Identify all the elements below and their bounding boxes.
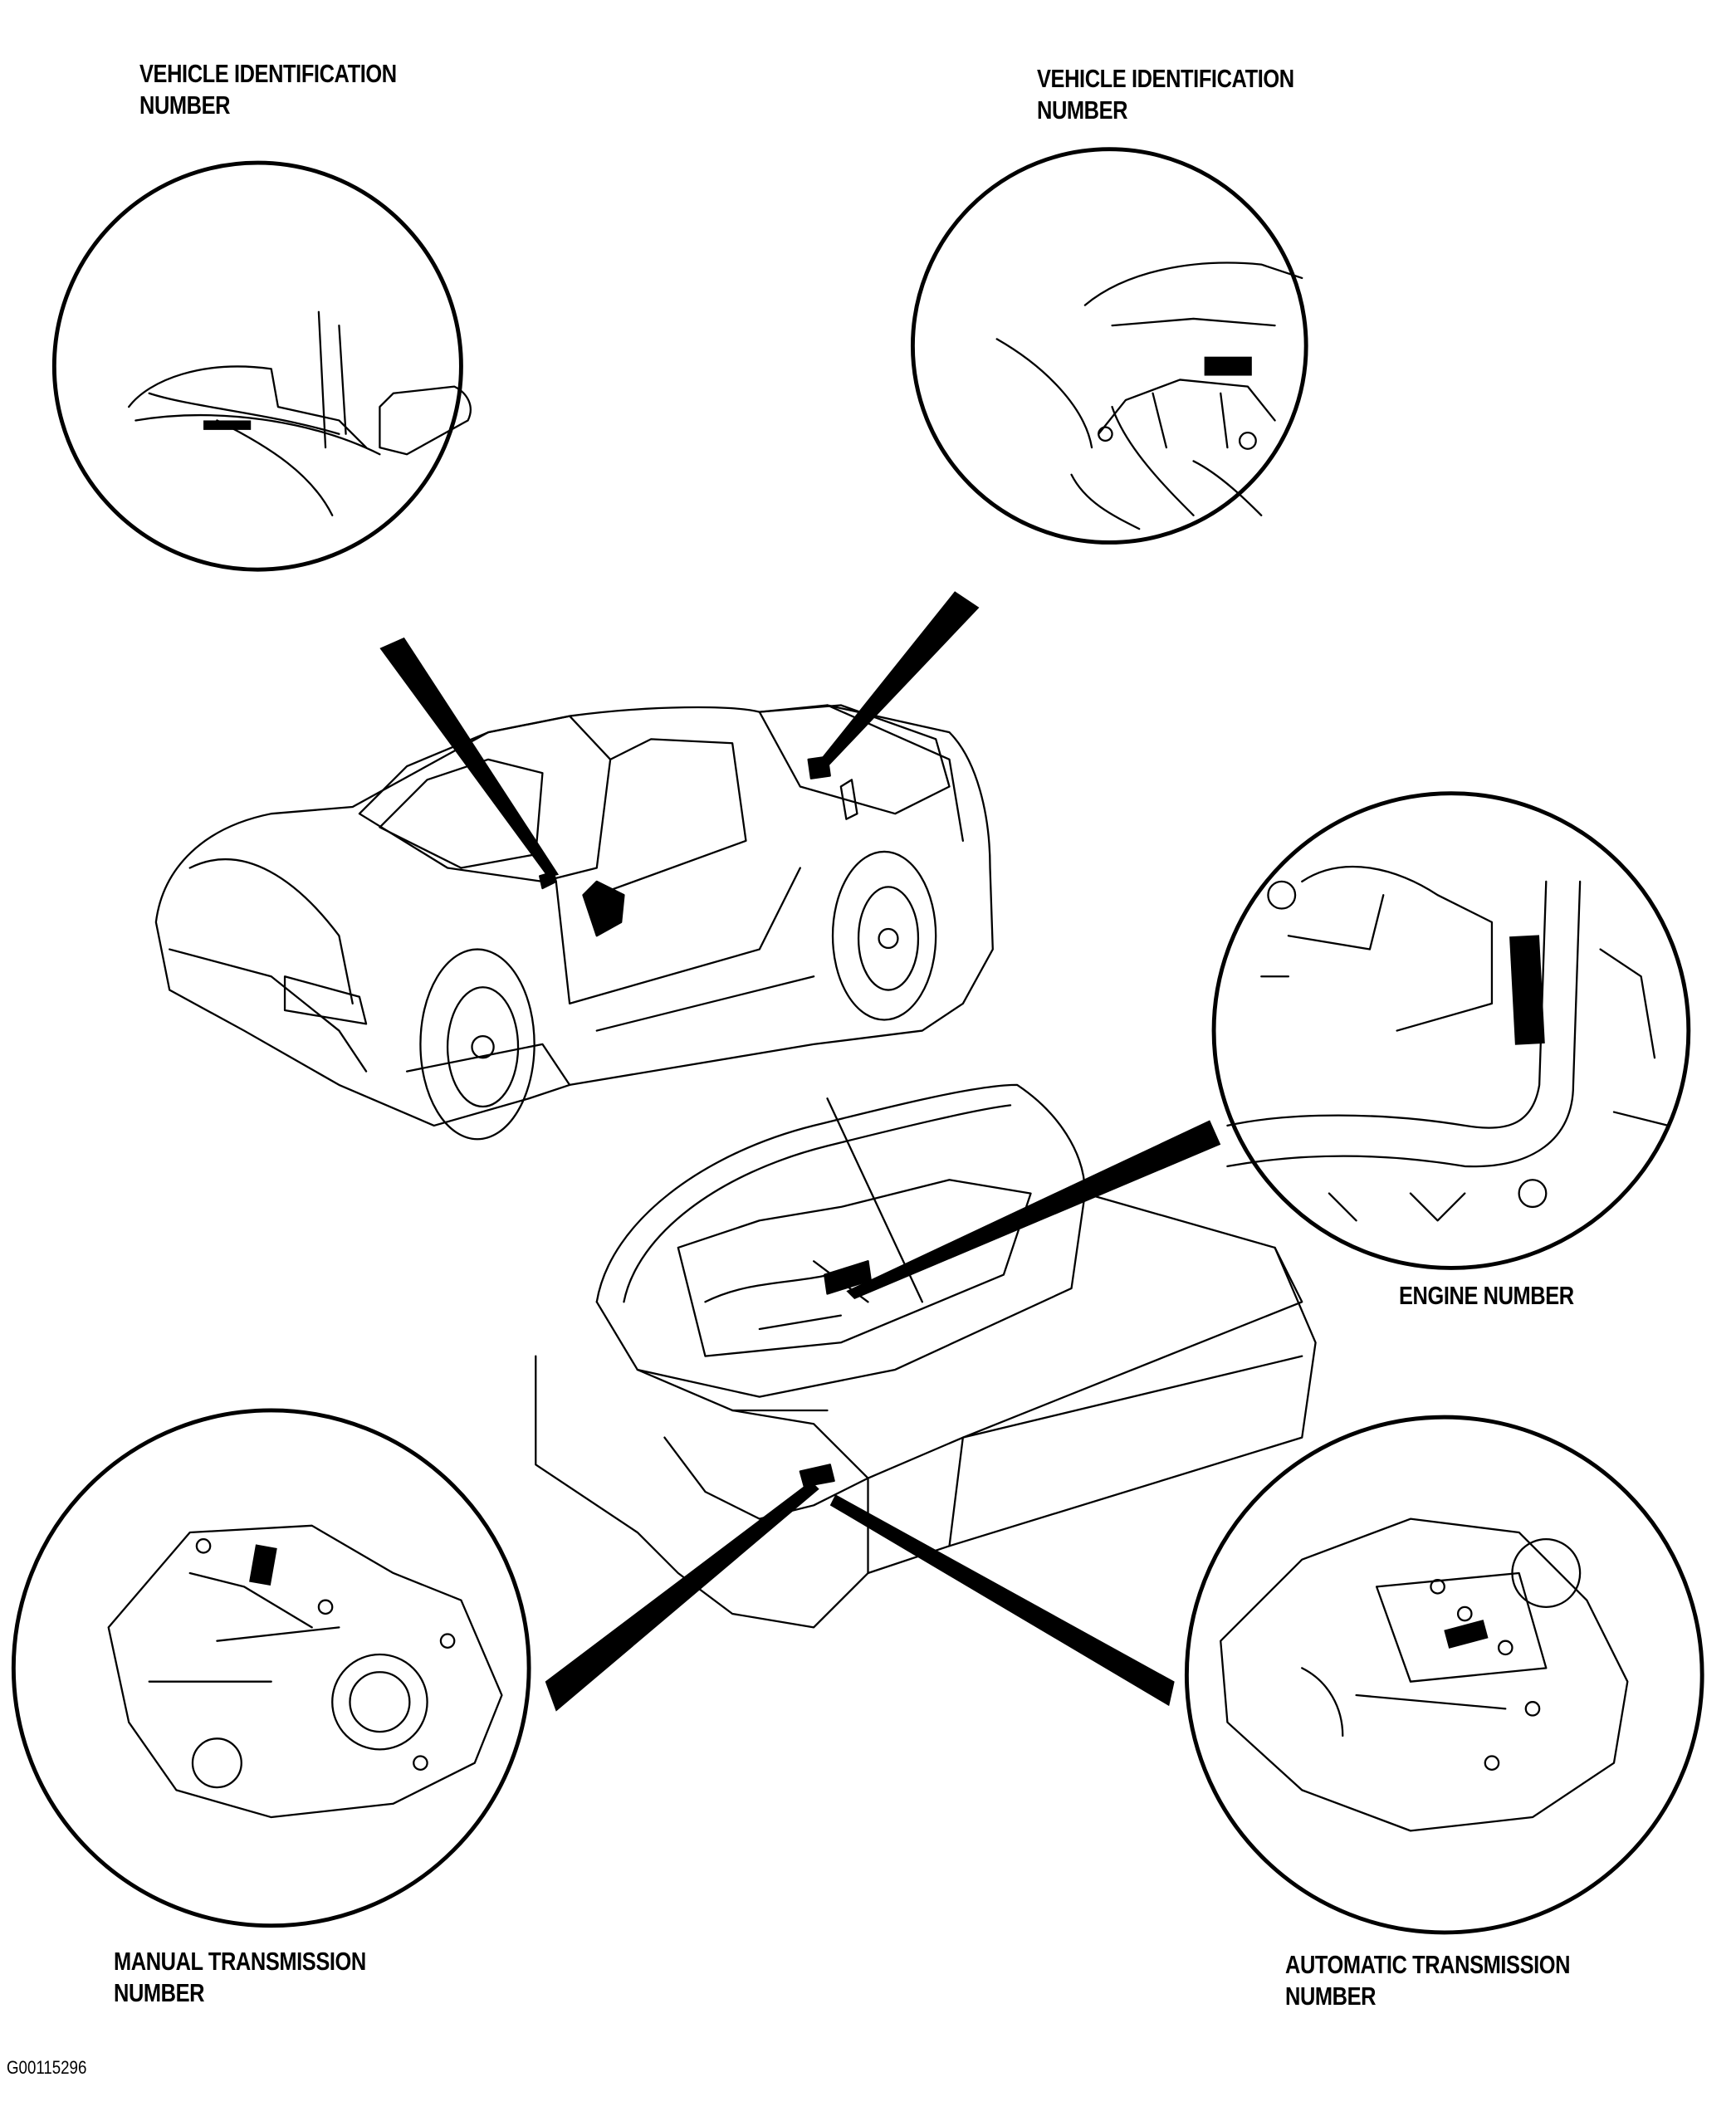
detail-circle-vin-rear [910, 147, 1308, 545]
leader-lines [379, 591, 1221, 1712]
car-illustration [154, 704, 994, 1141]
label-manual-transmission: MANUAL TRANSMISSION NUMBER [114, 1946, 366, 2009]
detail-circle-manual-transmission [11, 1408, 531, 1928]
label-line: NUMBER [1037, 95, 1128, 125]
label-line: ENGINE NUMBER [1399, 1281, 1574, 1310]
leader-manual-trans [545, 1480, 819, 1712]
label-line: NUMBER [114, 1978, 205, 2007]
label-line: VEHICLE IDENTIFICATION [139, 59, 397, 88]
label-line: NUMBER [1285, 1982, 1377, 2011]
detail-circle-vin-windshield [51, 160, 472, 572]
label-line: AUTOMATIC TRANSMISSION [1285, 1950, 1571, 1979]
leader-vin-windshield [379, 637, 560, 877]
detail-circle-automatic-transmission [1184, 1415, 1704, 1935]
label-line: NUMBER [139, 90, 231, 120]
engine-bay-illustration [535, 1083, 1317, 1629]
leader-engine [846, 1120, 1221, 1300]
label-automatic-transmission: AUTOMATIC TRANSMISSION NUMBER [1285, 1949, 1571, 2012]
detail-circle-engine [1211, 791, 1691, 1270]
label-vin-rear: VEHICLE IDENTIFICATION NUMBER [1037, 63, 1294, 126]
label-line: VEHICLE IDENTIFICATION [1037, 64, 1294, 93]
figure-code: G00115296 [7, 2057, 87, 2078]
leader-vin-rear [814, 591, 980, 770]
label-line: MANUAL TRANSMISSION [114, 1947, 366, 1976]
label-engine-number: ENGINE NUMBER [1399, 1280, 1574, 1312]
label-vin-windshield: VEHICLE IDENTIFICATION NUMBER [139, 58, 397, 121]
leader-auto-trans [829, 1494, 1175, 1707]
